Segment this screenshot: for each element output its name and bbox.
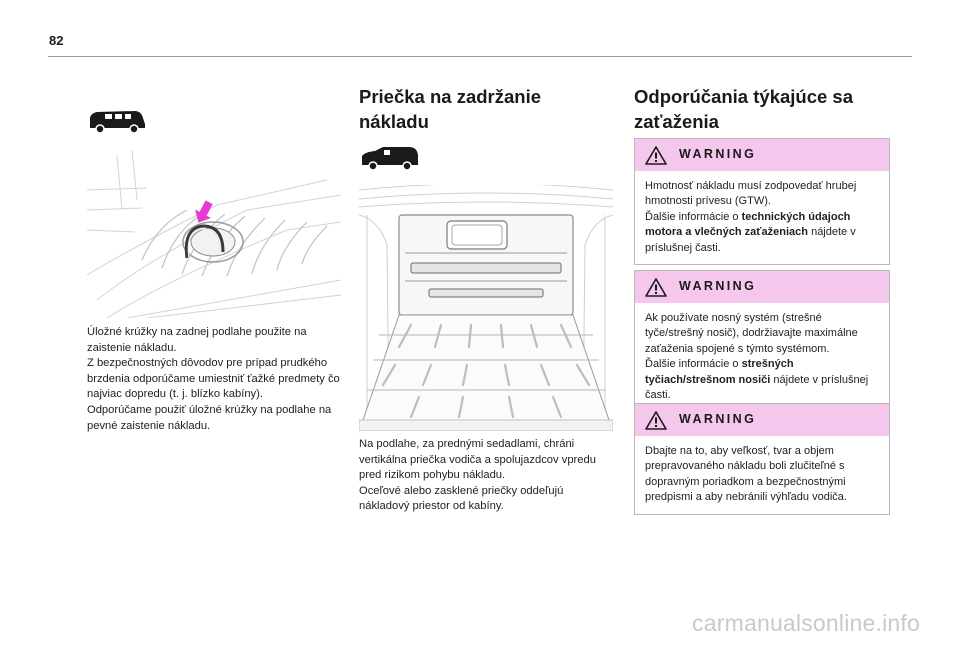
watermark: carmanualsonline.info — [692, 610, 920, 636]
stowage-rings-caption: Úložné krúžky na zadnej podlahe použite … — [87, 326, 340, 432]
warning-box-gross-weight: WARNING Hmotnosť nákladu musí zodpovedať… — [634, 138, 890, 266]
warning-text: Ak používate nosný systém (strešné tyče/… — [645, 312, 869, 402]
section-title-loading: Odporúčania týkajúce sa zaťaženia — [634, 86, 854, 132]
top-divider — [48, 56, 912, 57]
cargo-bulkhead-illustration — [359, 185, 613, 431]
page-number: 82 — [49, 33, 64, 48]
bulkhead-caption: Na podlahe, za prednými sedadlami, chrán… — [359, 438, 596, 513]
warning-text: Dbajte na to, aby veľkosť, tvar a objem … — [645, 445, 847, 504]
warning-label: WARNING — [679, 279, 757, 293]
passenger-van-icon — [90, 111, 145, 134]
warning-box-roof-bars: WARNING Ak používate nosný systém (streš… — [634, 270, 890, 413]
highlight-arrow — [195, 200, 213, 223]
warning-triangle-icon — [645, 278, 667, 297]
warning-label: WARNING — [679, 147, 757, 161]
warning-triangle-icon — [645, 411, 667, 430]
warning-header: WARNING — [635, 271, 889, 303]
warning-box-cargo-size: WARNING Dbajte na to, aby veľkosť, tvar … — [634, 403, 890, 515]
panel-van-icon — [362, 147, 418, 171]
warning-triangle-icon — [645, 146, 667, 165]
warning-header: WARNING — [635, 404, 889, 436]
section-title-bulkhead: Priečka na zadržanie nákladu — [359, 86, 542, 132]
floor-stowage-ring-illustration — [87, 150, 341, 318]
warning-header: WARNING — [635, 139, 889, 171]
warning-text: Hmotnosť nákladu musí zodpovedať hrubej … — [645, 180, 857, 254]
warning-label: WARNING — [679, 412, 757, 426]
